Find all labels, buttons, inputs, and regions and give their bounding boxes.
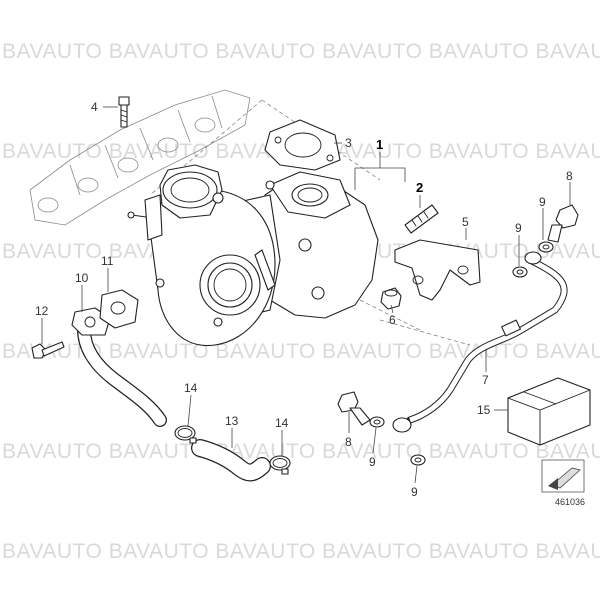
part-9-washer-lower-b[interactable] bbox=[410, 454, 426, 466]
part-13-hose[interactable] bbox=[191, 439, 271, 482]
callout-8-lower: 8 bbox=[345, 435, 352, 449]
part-9-washer-upper-a[interactable] bbox=[538, 241, 554, 253]
callout-9-upper-a: 9 bbox=[539, 195, 546, 209]
callout-15: 15 bbox=[477, 403, 491, 417]
callout-3: 3 bbox=[345, 136, 352, 150]
part-7-oil-line[interactable] bbox=[392, 251, 568, 433]
callout-13: 13 bbox=[225, 414, 239, 428]
callout-7: 7 bbox=[482, 373, 489, 387]
callout-labels: 4 3 1 2 5 6 7 8 9 9 8 9 9 10 11 12 13 14… bbox=[35, 100, 585, 507]
part-1-turbocharger[interactable] bbox=[127, 164, 379, 347]
callout-4: 4 bbox=[91, 100, 98, 114]
part-10-oil-return-pipe[interactable] bbox=[71, 307, 167, 427]
callout-14-a: 14 bbox=[184, 381, 198, 395]
watermark-row-4: BAVAUTO BAVAUTO BAVAUTO BAVAUTO BAVAUTO … bbox=[2, 340, 600, 363]
part-3-gasket[interactable] bbox=[264, 119, 341, 171]
callout-8-upper: 8 bbox=[566, 169, 573, 183]
part-14-hose-clamp-b[interactable] bbox=[269, 455, 291, 475]
callout-14-b: 14 bbox=[275, 416, 289, 430]
callout-5: 5 bbox=[462, 215, 469, 229]
part-15-box[interactable] bbox=[507, 377, 591, 446]
part-11-gasket[interactable] bbox=[99, 289, 139, 329]
part-14-hose-clamp-a[interactable] bbox=[174, 425, 197, 444]
callout-9-lower-b: 9 bbox=[411, 485, 418, 499]
callout-12: 12 bbox=[35, 304, 49, 318]
callout-9-upper-b: 9 bbox=[515, 221, 522, 235]
watermark-layer: BAVAUTO BAVAUTO BAVAUTO BAVAUTO BAVAUTO … bbox=[2, 40, 600, 563]
watermark-row-5: BAVAUTO BAVAUTO BAVAUTO BAVAUTO BAVAUTO … bbox=[2, 440, 600, 463]
part-9-washer-upper-b[interactable] bbox=[512, 266, 528, 278]
callout-2: 2 bbox=[416, 180, 423, 195]
watermark-row-6: BAVAUTO BAVAUTO BAVAUTO BAVAUTO BAVAUTO … bbox=[2, 540, 600, 563]
callout-6: 6 bbox=[389, 313, 396, 327]
part-2-stud[interactable] bbox=[404, 204, 439, 234]
callout-11: 11 bbox=[101, 254, 114, 268]
callout-9-lower-a: 9 bbox=[369, 455, 376, 469]
part-6-plug[interactable] bbox=[380, 287, 402, 310]
callout-1: 1 bbox=[376, 137, 383, 152]
leader-lines bbox=[41, 106, 571, 484]
figure-number: 461036 bbox=[555, 497, 585, 507]
callout-10: 10 bbox=[75, 271, 89, 285]
part-8-banjo-bolt-lower[interactable] bbox=[337, 391, 371, 426]
part-9-washer-lower-a[interactable] bbox=[369, 416, 385, 428]
part-5-bracket[interactable] bbox=[394, 239, 481, 301]
part-4-bolt[interactable] bbox=[118, 96, 130, 128]
watermark-row-1: BAVAUTO BAVAUTO BAVAUTO BAVAUTO BAVAUTO … bbox=[2, 40, 600, 63]
exhaust-manifold-ghost bbox=[29, 89, 251, 226]
direction-arrow-icon bbox=[541, 459, 585, 493]
part-8-banjo-bolt-upper[interactable] bbox=[547, 204, 579, 243]
part-12-bolt[interactable] bbox=[31, 341, 65, 359]
